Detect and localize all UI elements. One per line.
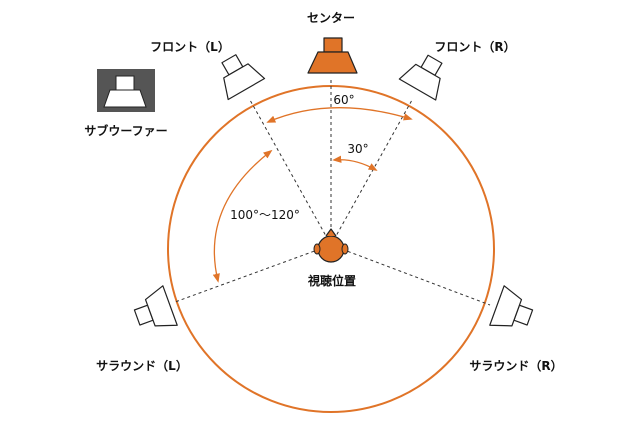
listening-circle (167, 85, 495, 413)
surround-left-speaker-icon (133, 285, 178, 327)
center-speaker-icon (307, 37, 358, 74)
subwoofer-icon (97, 69, 155, 112)
label-front-right: フロント（R） (434, 39, 515, 54)
line-front-right (330, 99, 413, 246)
front-left-speaker-icon (221, 54, 266, 101)
surround-right-speaker-icon (489, 285, 534, 327)
label-subwoofer: サブウーファー (84, 123, 167, 138)
label-angle-surround: 100°～120° (230, 208, 300, 222)
listener-head-icon (313, 228, 349, 263)
label-surround-right: サラウンド（R） (469, 358, 562, 373)
line-surround-left (174, 244, 332, 303)
speaker-direction-lines (174, 80, 491, 306)
label-surround-left: サラウンド（L） (96, 358, 188, 373)
label-angle-30: 30° (347, 142, 368, 156)
angle-arc-60 (266, 107, 413, 123)
front-right-speaker-icon (398, 54, 443, 101)
line-front-left (249, 99, 332, 246)
label-listening-position: 視聴位置 (307, 273, 356, 288)
label-front-left: フロント（L） (150, 39, 230, 54)
angle-arc-surround (212, 149, 273, 283)
label-angle-60: 60° (333, 93, 354, 107)
label-center: センター (307, 11, 355, 25)
line-surround-right (330, 244, 491, 306)
angle-arc-30 (332, 155, 378, 171)
